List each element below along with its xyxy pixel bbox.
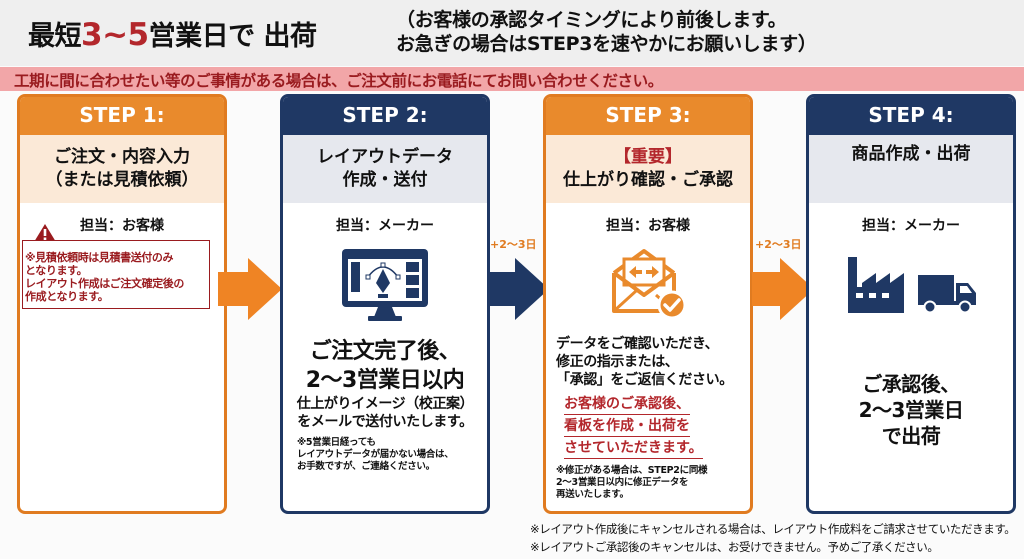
step-4-card: STEP 4: 商品作成・出荷 担当：メーカー ご承認後、 2〜3営業日 で出荷 xyxy=(806,94,1016,514)
arrow-step3-to-step4 xyxy=(752,258,814,320)
step-owner: 担当：お客様 xyxy=(80,218,164,234)
headline: 最短3~5営業日で 出荷 xyxy=(28,14,317,53)
step-1-warning: ※見積依頼時は見積書送付のみ となります。 レイアウト作成はご注文確定後の 作成… xyxy=(22,240,210,309)
footnote: ※レイアウトご承認後のキャンセルは、お受けできません。予めご了承ください。 xyxy=(530,540,939,554)
step-owner: 担当：メーカー xyxy=(336,218,434,234)
step-label: STEP 1: xyxy=(20,97,224,135)
turnaround-text: 2〜3営業日 xyxy=(858,398,964,422)
arrow-duration-label: +2〜3日 xyxy=(755,238,802,251)
footnote: ※レイアウト作成後にキャンセルされる場合は、レイアウト作成料をご請求させていただ… xyxy=(530,522,1016,536)
important-tag: 【重要】 xyxy=(614,147,682,167)
turnaround-text: 2〜3営業日以内 xyxy=(305,368,465,393)
step-title: 商品作成・出荷 xyxy=(809,135,1013,203)
arrow-step2-to-step3 xyxy=(487,258,549,320)
mail-approval-icon xyxy=(612,249,687,320)
step-3-card: STEP 3: 【重要】 仕上がり確認・ご承認 担当：お客様 データをご確認いた… xyxy=(543,94,753,514)
alert-banner: 工期に間に合わせたい等のご事情がある場合は、ご注文前にお電話にてお問い合わせくだ… xyxy=(0,67,1024,91)
step-note-line: ※修正がある場合は、STEP2に同様 xyxy=(556,465,708,476)
headline-prefix: 最短 xyxy=(28,21,82,52)
step-title: レイアウトデータ 作成・送付 xyxy=(283,135,487,203)
step-title-line: 商品作成・出荷 xyxy=(851,144,971,164)
turnaround-text: ご注文完了後、 xyxy=(309,339,461,364)
warning-line: 作成となります。 xyxy=(25,290,109,303)
header-band xyxy=(0,0,1024,66)
step-note-line: お手数ですが、ご連絡ください。 xyxy=(297,461,435,472)
step-detail-line: 「承認」をご返信ください。 xyxy=(556,372,733,388)
step-note-line: 再送いたします。 xyxy=(556,489,629,500)
step-detail-line: 仕上がりイメージ（校正案） xyxy=(296,396,474,412)
warning-line: となります。 xyxy=(25,264,88,277)
alert-text: 工期に間に合わせたい等のご事情がある場合は、ご注文前にお電話にてお問い合わせくだ… xyxy=(14,72,663,90)
step-note-line: ※5営業日経っても xyxy=(297,437,376,448)
step-label: STEP 3: xyxy=(546,97,750,135)
step-title-line: （または見積依頼） xyxy=(45,170,199,190)
turnaround-text: ご承認後、 xyxy=(862,372,960,396)
step-title-line: レイアウトデータ xyxy=(317,147,453,167)
warning-line: ※見積依頼時は見積書送付のみ xyxy=(25,251,174,264)
step-owner: 担当：メーカー xyxy=(862,218,960,234)
step-detail-line: 修正の指示または、 xyxy=(556,354,679,370)
turnaround-text: で出荷 xyxy=(881,424,941,448)
approval-emphasis-line: 看板を作成・出荷を xyxy=(564,416,690,437)
arrow-duration-label: +2〜3日 xyxy=(490,238,537,251)
step-label: STEP 2: xyxy=(283,97,487,135)
approval-emphasis-line: お客様のご承認後、 xyxy=(564,394,690,415)
step-detail-line: をメールで送付いたします。 xyxy=(297,414,473,430)
headline-days: 3~5 xyxy=(81,17,149,53)
warning-icon xyxy=(34,224,56,242)
step-detail-line: データをご確認いただき、 xyxy=(556,336,719,352)
arrow-step1-to-step2 xyxy=(218,258,282,320)
step-note-line: レイアウトデータが届かない場合は、 xyxy=(297,449,454,460)
step-title-line: ご注文・内容入力 xyxy=(54,147,190,167)
step-owner: 担当：お客様 xyxy=(606,218,690,234)
truck-icon xyxy=(918,275,976,314)
step-title-line: 作成・送付 xyxy=(342,170,428,190)
step-label: STEP 4: xyxy=(809,97,1013,135)
subhead-line: （お客様の承認タイミングにより前後します。 xyxy=(396,9,787,31)
step-title-line: 仕上がり確認・ご承認 xyxy=(563,170,733,190)
warning-line: レイアウト作成はご注文確定後の xyxy=(25,277,184,290)
headline-suffix: 営業日で 出荷 xyxy=(148,21,317,52)
subhead: （お客様の承認タイミングにより前後します。 お急ぎの場合はSTEP3を速やかにお… xyxy=(396,8,817,56)
step-note-line: 2〜3営業日以内に修正データを xyxy=(556,477,689,488)
design-monitor-icon xyxy=(342,249,428,321)
approval-emphasis-line: させていただきます。 xyxy=(564,438,703,459)
step-2-card: STEP 2: レイアウトデータ 作成・送付 担当：メーカー ご注文完了後、 2… xyxy=(280,94,490,514)
subhead-line: お急ぎの場合はSTEP3を速やかにお願いします） xyxy=(396,33,817,55)
factory-icon xyxy=(848,257,904,313)
step-title: 【重要】 仕上がり確認・ご承認 xyxy=(546,135,750,203)
step-title: ご注文・内容入力 （または見積依頼） xyxy=(20,135,224,203)
